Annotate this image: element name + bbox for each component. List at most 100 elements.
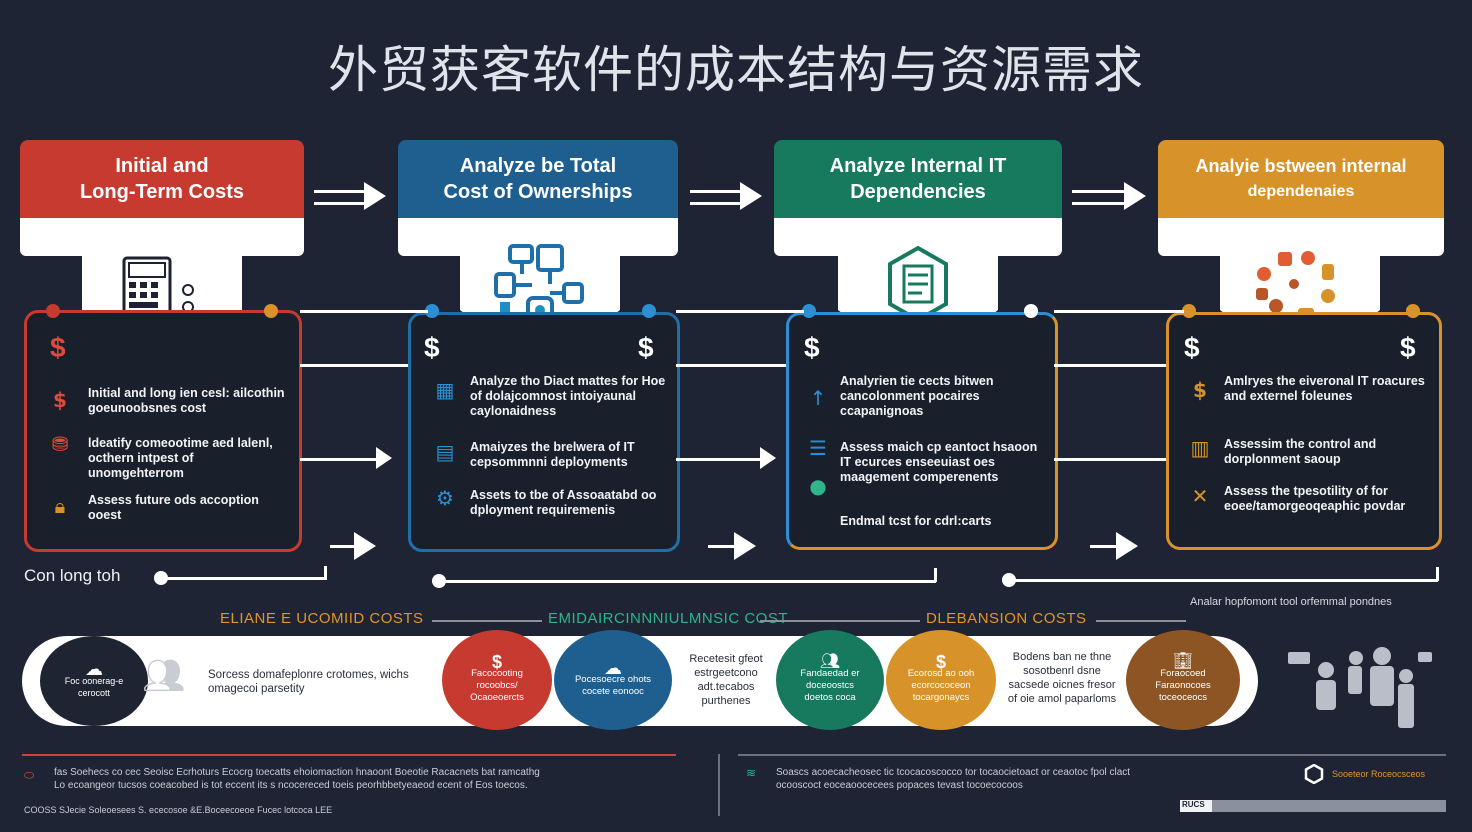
strip-node-5: $ Ecorosd ao ooh ecorcococeon tocargonay… (886, 630, 996, 730)
stage-3-tab (838, 250, 998, 310)
stage-3-card (786, 312, 1058, 550)
timeline-tick-2 (934, 568, 937, 582)
footer-right-line1: Soascs acoecacheosec tic tcocacoscocco t… (776, 767, 1131, 778)
lower-arrow-2-head (734, 532, 756, 560)
connector-line-3 (1054, 310, 1184, 313)
footer-rule-left (22, 754, 676, 756)
lower-arrow-3-line (1090, 545, 1116, 548)
cloud-icon: ☁ (85, 659, 103, 679)
stage-1-item-3-text: Assess future ods accoption ooest (88, 493, 259, 522)
footer-left-icon: ⬭ (24, 768, 35, 782)
right-note: Analar hopfomont tool orfemmal pondnes (1190, 596, 1392, 608)
stage-1-dot-right (264, 304, 278, 318)
stage-1-title-line1: Initial and (115, 155, 209, 177)
timeline-tick-1 (324, 566, 327, 580)
stage-2-card (408, 312, 680, 552)
header-arrow-2-head (740, 182, 762, 210)
stage-2-title-line1: Analyze be Total (459, 155, 617, 177)
card-connector-mid-1-head (376, 447, 392, 469)
lock-icon: 🔒︎ (54, 494, 66, 518)
footer-divider (718, 754, 720, 816)
stage-1-title-line2: Long-Term Costs (79, 181, 245, 203)
strip-node-3-cloud-icon: ☁ (604, 658, 622, 678)
strip-node-6-text: Foraocoed Faraonocoes toceoceocs (1155, 668, 1211, 703)
timeline-line-1 (166, 577, 326, 580)
calculator-icon (118, 255, 198, 317)
timeline-dot-1 (154, 571, 168, 585)
database-icon: ☰ (809, 436, 827, 460)
strip-text-2: Recetesit gfeot estrgeetcono adt.tecabos… (689, 653, 763, 707)
section-label-3: DLEBANSION COSTS (926, 610, 1087, 627)
stage-1-card (24, 310, 302, 552)
strip-node-2-dollar-icon: $ (491, 652, 502, 672)
strip-text-3: Bodens ban ne thne sosotbenrl dsne sacse… (1007, 651, 1117, 705)
timeline-dot-2 (432, 574, 446, 588)
connector-line-2 (676, 310, 804, 313)
stage-1-item-2-text: ldeatify comeootime aed lalenl, octhern … (88, 436, 273, 480)
stage-4-item-3-text: Assess the tpesotility of for eoee/tamor… (1224, 484, 1406, 513)
building-icon: 🏢︎ (1172, 653, 1194, 670)
coins-icon: ⛃ (51, 432, 69, 456)
lower-arrow-3-head (1116, 532, 1138, 560)
card-connector-mid-2-head (760, 447, 776, 469)
footer-progress-label: RUCS (1182, 800, 1205, 809)
timeline-tick-3 (1436, 567, 1439, 581)
strip-node-2: $ Facocooting rocoobcs/ Ocaoeoercts (442, 630, 552, 730)
strip-node-3: ☁ Pocesoecre ohots cocete eonooc (554, 630, 672, 730)
strip-node-1: ☁ Foc oonerag-e cerocott (40, 636, 148, 726)
stage-4-dollar-icon-right: $ (1400, 332, 1416, 363)
stage-4-item-1-icon: $ (1193, 378, 1207, 402)
timeline-line-2 (444, 580, 936, 583)
stage-1-item-1-text: Initial and long ien cesl: ailcothin goe… (88, 386, 285, 415)
strip-node-5-text: Ecorosd ao ooh ecorcococeon tocargonaycs (907, 668, 975, 703)
lower-arrow-1-line (330, 545, 354, 548)
card-connector-upper-2 (676, 364, 786, 367)
stage-4-card (1166, 312, 1442, 550)
timeline-dot-3 (1002, 573, 1016, 587)
strip-node-4-text: Fandaedad er doceoostcs doetos coca (800, 668, 860, 703)
timeline-line-3 (1014, 579, 1438, 582)
stage-2-item-2-text: Amaiyzes the brelwera of IT cepsommnni d… (470, 440, 635, 469)
section-rule-2 (760, 620, 920, 622)
stage-3-dot-left (802, 304, 816, 318)
section-label-1: ELIANE E UCOMIID COSTS (220, 610, 424, 627)
header-arrow-1-line (314, 190, 364, 193)
stage-3-item-1-text: Analyrien tie cects bitwen cancolonment … (840, 374, 994, 418)
footer-left-line1: fas Soehecs co cec Seoisc Ecrhoturs Ecoc… (54, 767, 540, 778)
stage-2-dollar-icon-left: $ (424, 332, 440, 363)
stage-3-dollar-icon: $ (804, 332, 820, 363)
stage-2-title-line2: Cost of Ownerships (443, 181, 633, 203)
hexagon-icon (1304, 763, 1324, 785)
header-arrow-2-line2 (690, 202, 740, 205)
stage-4-dot-left (1182, 304, 1196, 318)
strip-text-1: Sorcess domafeplonre crotomes, wichs oma… (208, 669, 409, 695)
card-connector-upper-1 (300, 364, 408, 367)
lower-arrow-2-line (708, 545, 734, 548)
footer-rule-right (738, 754, 1446, 756)
timeline-label: Con long toh (24, 566, 121, 585)
strip-node-1-text: Foc oonerag-e cerocott (64, 676, 124, 698)
header-arrow-2-line (690, 190, 740, 193)
header-arrow-3-head (1124, 182, 1146, 210)
stage-4-item-1-text: Amlryes the eiveronal IT roacures and ex… (1224, 374, 1425, 403)
stage-3-title-line1: Analyze Internal IT (829, 155, 1007, 177)
header-arrow-1-head (364, 182, 386, 210)
header-arrow-3-line2 (1072, 202, 1124, 205)
footer-progress-track (1180, 800, 1446, 812)
lower-arrow-1-head (354, 532, 376, 560)
stage-3-dot-right (1024, 304, 1038, 318)
coin-icon: ● (809, 474, 827, 498)
footer-left-line2: Lo ecoangeor tucsos coeacobed is tot ecc… (54, 780, 528, 791)
stage-2-dollar-icon-right: $ (638, 332, 654, 363)
connector-line-1 (300, 310, 428, 313)
people-group-icon: 👥︎ (142, 656, 186, 696)
card-connector-mid-3 (1054, 458, 1166, 461)
network-icon (492, 244, 588, 330)
footer-progress-fill (1180, 800, 1212, 812)
stage-3-title-line2: Dependencies (850, 181, 986, 203)
chart-icon: ▥ (1190, 436, 1210, 460)
arrow-up-icon: ↑ (809, 386, 827, 410)
section-label-2: EMIDAIRCINNNIULMNSIC COST (548, 610, 789, 627)
